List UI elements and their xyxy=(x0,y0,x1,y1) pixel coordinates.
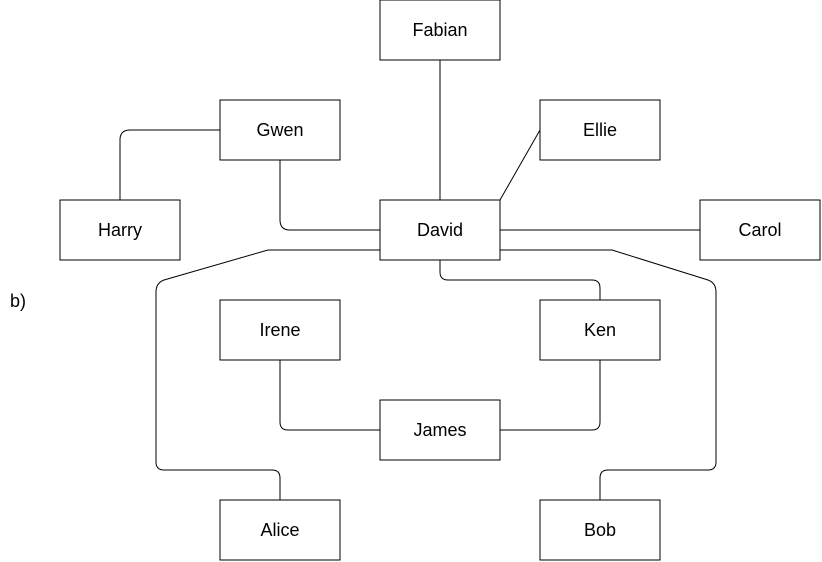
node-label: Harry xyxy=(98,220,142,240)
node-label: Fabian xyxy=(412,20,467,40)
node-gwen: Gwen xyxy=(219,99,341,161)
diagram-caption: b) xyxy=(10,291,26,311)
node-label: David xyxy=(417,220,463,240)
node-label: James xyxy=(413,420,466,440)
edges xyxy=(119,60,717,500)
node-label: Gwen xyxy=(256,120,303,140)
edge-david-alice xyxy=(155,249,380,500)
node-label: Bob xyxy=(584,520,616,540)
edge-david-bob xyxy=(500,249,717,500)
edge-gwen-harry xyxy=(119,129,220,200)
node-ellie: Ellie xyxy=(539,99,661,161)
edge-david-gwen xyxy=(279,160,380,231)
node-label: Ken xyxy=(584,320,616,340)
edge-james-irene xyxy=(279,360,380,431)
node-ken: Ken xyxy=(539,299,661,361)
node-carol: Carol xyxy=(699,199,821,261)
node-label: Carol xyxy=(738,220,781,240)
node-fabian: Fabian xyxy=(379,0,501,61)
node-david: David xyxy=(379,199,501,261)
edge-david-ken xyxy=(439,260,601,300)
edge-david-ellie xyxy=(499,128,541,201)
node-bob: Bob xyxy=(539,499,661,561)
node-alice: Alice xyxy=(219,499,341,561)
node-label: Irene xyxy=(259,320,300,340)
node-label: Alice xyxy=(260,520,299,540)
edge-james-ken xyxy=(500,360,601,431)
node-label: Ellie xyxy=(583,120,617,140)
node-harry: Harry xyxy=(59,199,181,261)
node-irene: Irene xyxy=(219,299,341,361)
node-james: James xyxy=(379,399,501,461)
